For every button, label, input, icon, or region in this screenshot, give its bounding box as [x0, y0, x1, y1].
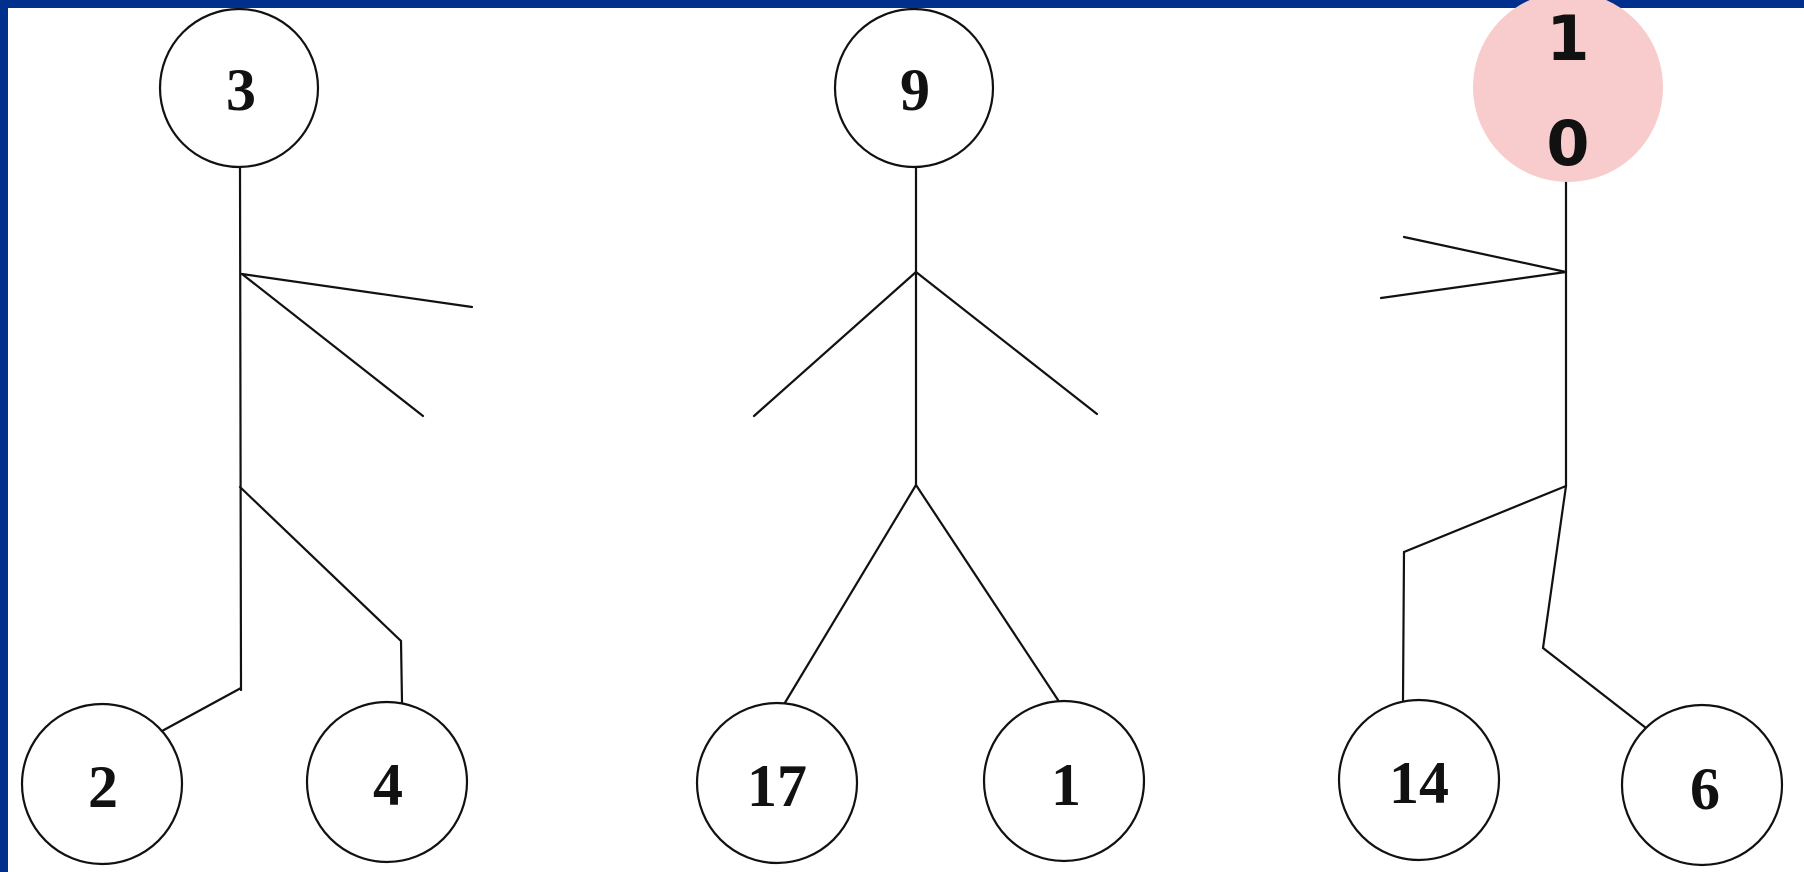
figure-2-head-label: 9: [900, 57, 930, 123]
figure-2-left-foot-label: 17: [747, 753, 807, 819]
figure-1-leg-right: [240, 487, 402, 702]
figure-1-body: [240, 167, 241, 690]
figure-2-leg-right: [916, 485, 1058, 700]
figure-3-right-foot-label: 6: [1690, 756, 1720, 822]
figure-3-arm-upper: [1404, 237, 1566, 272]
figure-3-head-label-line1: 1: [1546, 2, 1589, 75]
figure-2-arm-left: [754, 272, 916, 416]
figure-1: [22, 9, 472, 864]
figure-3-left-foot-label: 14: [1389, 750, 1449, 816]
figure-3-head-label-line2: 0: [1546, 107, 1589, 180]
figure-3-leg-left: [1403, 486, 1566, 700]
figure-1-left-foot-label: 2: [88, 754, 118, 820]
figure-1-head-label: 3: [226, 57, 256, 123]
figure-2-arm-right: [916, 272, 1097, 414]
figure-2-leg-left: [783, 485, 916, 706]
figure-1-right-foot-label: 4: [373, 752, 403, 818]
figure-2-right-foot-label: 1: [1051, 752, 1081, 818]
figure-2: [697, 9, 1144, 863]
figure-3-leg-right: [1543, 486, 1646, 728]
figure-3-arm-lower: [1381, 272, 1566, 298]
figure-1-leg-left: [162, 688, 241, 731]
